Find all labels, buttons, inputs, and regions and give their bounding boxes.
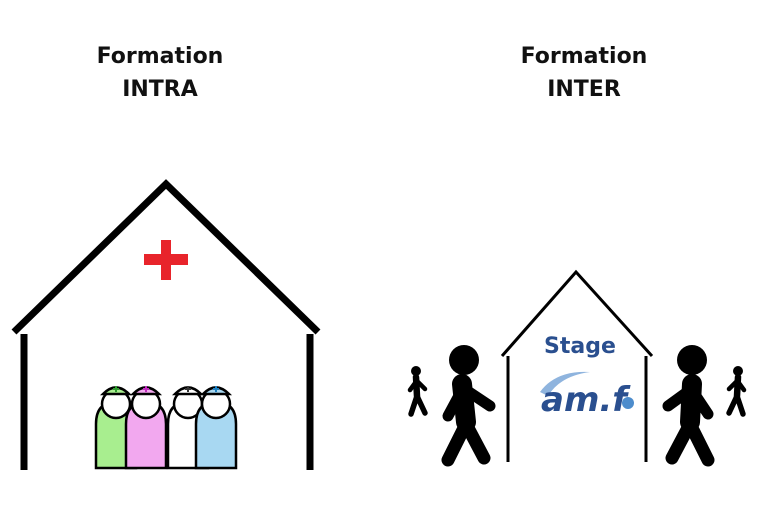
red-cross-icon bbox=[144, 240, 188, 280]
hospital-house bbox=[11, 179, 321, 470]
title-inter-line2: INTER bbox=[547, 77, 621, 102]
stage-roof bbox=[500, 269, 654, 358]
walking-person-icon bbox=[726, 366, 747, 417]
title-inter: Formation INTER bbox=[484, 40, 684, 106]
stage-house: Stage am.f bbox=[500, 269, 654, 462]
title-intra-line2: INTRA bbox=[122, 77, 198, 102]
nurses-group bbox=[94, 386, 238, 470]
hospital-roof bbox=[11, 179, 321, 335]
nurse-figure bbox=[124, 386, 168, 470]
logo-dot-icon bbox=[622, 397, 634, 409]
title-intra: Formation INTRA bbox=[60, 40, 260, 106]
amf-logo: am.f bbox=[540, 371, 634, 420]
title-intra-line1: Formation bbox=[96, 44, 224, 69]
walking-person-icon bbox=[441, 345, 496, 467]
logo-text: am.f bbox=[541, 380, 631, 420]
walking-person-icon bbox=[662, 345, 715, 467]
logo-swoosh bbox=[540, 371, 590, 396]
stage-label: Stage bbox=[544, 334, 616, 359]
title-inter-line1: Formation bbox=[520, 44, 648, 69]
walking-person-icon bbox=[407, 366, 428, 417]
nurse-figure bbox=[194, 386, 238, 470]
